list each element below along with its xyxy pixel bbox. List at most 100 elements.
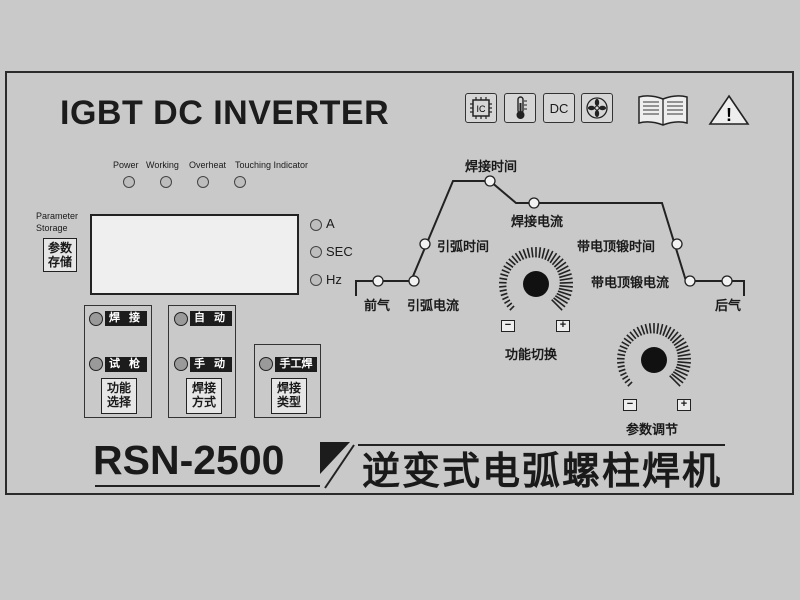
- model-chinese-name: 逆变式电弧螺柱焊机: [362, 451, 723, 493]
- knob-tick: [499, 289, 507, 293]
- parameter-adjust-plus-icon: +: [677, 399, 691, 411]
- svg-text:IC: IC: [477, 104, 487, 114]
- touching-led: [234, 176, 246, 188]
- knob-tick: [502, 295, 509, 301]
- knob-tick: [619, 345, 628, 350]
- dc-icon: DC: [543, 93, 575, 123]
- parameter-storage-button[interactable]: 参数 存储: [43, 238, 77, 272]
- knob-tick: [674, 368, 688, 377]
- upset-time-label: 带电顶锻时间: [577, 239, 656, 254]
- weld-method-group: [168, 305, 236, 418]
- weld-method-button[interactable]: 焊接 方式: [186, 378, 222, 414]
- knob-tick: [659, 323, 664, 335]
- dc-label: DC: [549, 100, 569, 116]
- knob-tick: [667, 328, 676, 340]
- weld-mode-led: [89, 312, 103, 326]
- upset-current-point: [684, 275, 696, 287]
- weld-time-point: [484, 175, 496, 187]
- function-switch-knob[interactable]: [495, 243, 577, 325]
- knob-tick: [677, 357, 692, 360]
- weld-mode-tag: 焊 接: [105, 311, 147, 326]
- knob-tick: [636, 326, 643, 336]
- knob-tick: [677, 361, 691, 364]
- knob-tick: [511, 255, 519, 264]
- knob-tick: [677, 353, 691, 358]
- pre-gas-label: 前气: [364, 298, 391, 313]
- knob-tick: [499, 277, 508, 281]
- knob-tick: [648, 323, 652, 334]
- knob-tick: [622, 375, 629, 381]
- knob-tick: [506, 302, 513, 308]
- amp-unit-led: [310, 219, 322, 231]
- weld-type-group: [254, 344, 321, 418]
- knob-tick: [530, 247, 534, 258]
- panel-title: IGBT DC INVERTER: [60, 94, 390, 132]
- manual-book-icon: [636, 93, 690, 132]
- touching-indicator-label: Touching Indicator: [235, 160, 309, 170]
- knob-tick: [522, 249, 528, 259]
- fan-icon: [581, 93, 613, 123]
- knob-tick: [617, 361, 625, 364]
- knob-tick: [675, 341, 687, 349]
- knob-tick: [621, 341, 630, 347]
- knob-tick: [501, 269, 510, 274]
- overheat-indicator-label: Overheat: [189, 160, 227, 170]
- sec-unit-led: [310, 246, 322, 258]
- knob-tick: [499, 285, 507, 288]
- ic-chip-icon: IC: [465, 93, 497, 123]
- knob-tick: [541, 247, 546, 259]
- hz-unit-label: Hz: [326, 272, 342, 287]
- power-indicator-label: Power: [113, 160, 139, 170]
- knob-tick: [669, 375, 681, 387]
- parameter-adjust-knob[interactable]: [613, 319, 695, 401]
- knob-tick: [500, 292, 508, 297]
- knob-tick: [500, 273, 509, 277]
- digital-display: [90, 214, 299, 295]
- knob-tick: [669, 331, 679, 342]
- knob-tick: [558, 269, 571, 276]
- knob-tick: [623, 337, 632, 344]
- thermometer-icon: [504, 93, 536, 123]
- knob-tick: [509, 305, 515, 311]
- knob-tick: [675, 366, 690, 373]
- working-led: [160, 176, 172, 188]
- knob-tick: [538, 247, 542, 258]
- knob-tick: [644, 323, 649, 334]
- knob-tick: [640, 325, 646, 335]
- knob-tick: [526, 247, 531, 258]
- knob-tick: [555, 261, 567, 271]
- function-select-button[interactable]: 功能 选择: [101, 378, 137, 414]
- working-indicator-label: Working: [146, 160, 179, 170]
- parameter-storage-label: Parameter Storage: [36, 211, 79, 233]
- knob-tick: [557, 265, 569, 273]
- knob-tick: [624, 378, 631, 384]
- knob-tick: [672, 371, 686, 381]
- knob-tick: [673, 337, 685, 347]
- knob-tick: [504, 299, 511, 305]
- weld-type-button[interactable]: 焊接 类型: [271, 378, 307, 414]
- weld-current-label: 焊接电流: [511, 214, 564, 229]
- parameter-adjust-minus-icon: −: [623, 399, 637, 411]
- post-gas-point: [721, 275, 733, 287]
- knob-tick: [557, 290, 572, 297]
- knob-tick: [618, 349, 627, 353]
- knob-tick: [505, 261, 514, 268]
- arc-time-point: [419, 238, 431, 250]
- knob-tick: [671, 373, 684, 384]
- manual-mode-led: [174, 357, 188, 371]
- knob-tick: [676, 363, 691, 369]
- knob-tick: [551, 299, 563, 311]
- knob-tick: [677, 349, 690, 355]
- post-gas-label: 后气: [715, 298, 742, 313]
- model-number: RSN-2500: [93, 437, 285, 483]
- knob-tick: [559, 281, 574, 284]
- hz-unit-led: [310, 274, 322, 286]
- svg-text:!: !: [726, 105, 732, 125]
- knob-tick: [508, 258, 516, 266]
- overheat-led: [197, 176, 209, 188]
- power-led: [123, 176, 135, 188]
- knob-tick: [518, 250, 525, 260]
- knob-tick: [559, 273, 572, 279]
- knob-tick: [503, 265, 512, 271]
- knob-tick: [553, 297, 566, 308]
